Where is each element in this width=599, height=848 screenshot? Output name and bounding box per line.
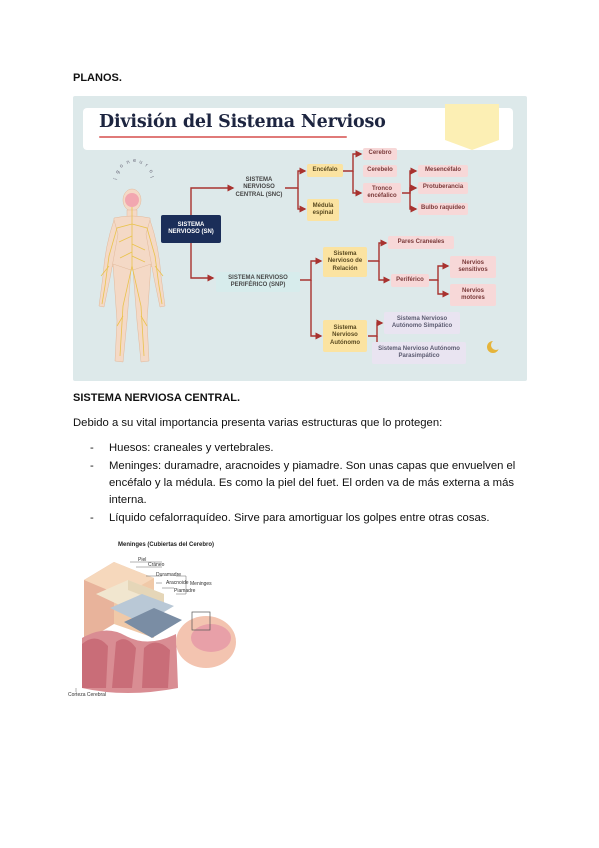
- label-craneo: Cráneo: [148, 562, 165, 568]
- box-nervios-motores: Nervios motores: [450, 284, 496, 306]
- box-parasimpatico: Sistema Nervioso Autónomo Parasimpático: [372, 342, 466, 364]
- box-simpatico: Sistema Nervioso Autónomo Simpático: [384, 312, 460, 334]
- bullet-text: Huesos: craneales y vertebrales.: [109, 442, 274, 454]
- svg-text:e: e: [133, 158, 136, 164]
- label-piel: Piel: [138, 557, 147, 563]
- label-aracnoide: Aracnoide: [166, 580, 189, 586]
- box-nervios-sensitivos: Nervios sensitivos: [450, 256, 496, 278]
- box-bulbo: Bulbo raquídeo: [418, 203, 468, 215]
- box-pares-craneales: Pares Craneales: [388, 236, 454, 249]
- svg-text:r: r: [144, 163, 150, 170]
- list-item: - Huesos: craneales y vertebrales.: [0, 440, 599, 457]
- box-autonomo: Sistema Nervioso Autónomo: [323, 320, 367, 352]
- box-cerebro: Cerebro: [363, 148, 397, 160]
- title-underline: [99, 136, 347, 138]
- svg-text:g: g: [115, 169, 122, 175]
- bullet-text: Líquido cefalorraquídeo. Sirve para amor…: [109, 512, 490, 524]
- intro-paragraph: Debido a su vital importancia presenta v…: [73, 417, 443, 429]
- nervous-system-diagram: División del Sistema Nervioso n e u: [73, 96, 527, 381]
- svg-text:n: n: [126, 159, 131, 166]
- box-relacion: Sistema Nervioso de Relación: [323, 247, 367, 277]
- brain-icon: [125, 193, 139, 207]
- moon-logo-icon: [487, 340, 501, 353]
- title-banner-shape: [83, 104, 513, 150]
- meninges-layers-icon: [75, 561, 236, 693]
- box-snp: SISTEMA NERVIOSO PERIFÉRICO (SNP): [216, 272, 300, 292]
- box-encefalo: Encéfalo: [307, 164, 343, 177]
- heading-snc: SISTEMA NERVIOSA CENTRAL.: [73, 392, 241, 404]
- diagram-title-bar: División del Sistema Nervioso: [73, 104, 527, 154]
- heading-planos: PLANOS.: [73, 72, 122, 84]
- human-nerve-figure-icon: n e u r o l o g í: [98, 158, 166, 363]
- label-piamadre: Piamadre: [174, 588, 196, 594]
- svg-text:í: í: [112, 177, 119, 180]
- bullet-dash: -: [90, 442, 94, 454]
- svg-text:u: u: [138, 159, 143, 166]
- bullet-list: - Huesos: craneales y vertebrales. - Men…: [0, 440, 599, 530]
- svg-text:o: o: [147, 168, 154, 174]
- svg-text:l: l: [148, 176, 154, 179]
- meninges-illustration: Meninges (Cubiertas del Cerebro) Piel Cr…: [66, 538, 256, 708]
- box-sistema-nervioso: SISTEMA NERVIOSO (SN): [161, 215, 221, 243]
- box-mesencefalo: Mesencéfalo: [418, 165, 468, 177]
- meninges-title: Meninges (Cubiertas del Cerebro): [118, 542, 215, 548]
- list-item: - Meninges: duramadre, aracnoides y piam…: [0, 458, 599, 509]
- box-tronco: Tronco encéfalico: [363, 183, 401, 203]
- label-corteza: Corteza Cerebral: [68, 692, 107, 698]
- bullet-dash: -: [90, 512, 94, 524]
- list-item: - Líquido cefalorraquídeo. Sirve para am…: [0, 510, 599, 527]
- box-medula: Médula espinal: [307, 199, 339, 221]
- box-snc: SISTEMA NERVIOSO CENTRAL (SNC): [235, 176, 283, 198]
- bullet-dash: -: [90, 460, 94, 472]
- box-protuberancia: Protuberancia: [418, 182, 468, 194]
- bookmark-ribbon-icon: [445, 104, 499, 150]
- box-cerebelo: Cerebelo: [363, 165, 397, 177]
- label-duramadre: Duramadre: [156, 572, 182, 578]
- bullet-text: Meninges: duramadre, aracnoides y piamad…: [109, 460, 516, 506]
- svg-text:o: o: [118, 163, 124, 170]
- diagram-connectors: [190, 150, 501, 353]
- label-meninges: Meninges: [190, 581, 212, 587]
- diagram-title: División del Sistema Nervioso: [99, 112, 386, 132]
- box-periferico: Periférico: [391, 274, 429, 287]
